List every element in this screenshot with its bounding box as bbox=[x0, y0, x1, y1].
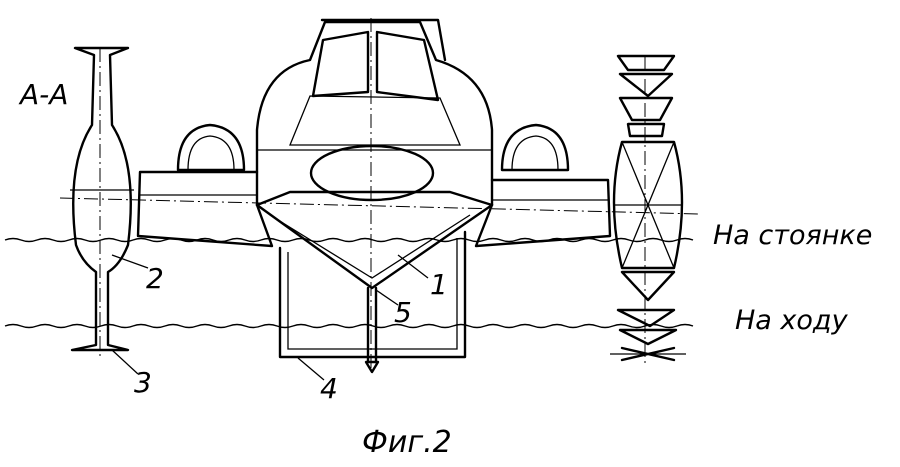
side-float bbox=[610, 54, 686, 362]
label-2: 2 bbox=[146, 262, 164, 295]
label-3: 3 bbox=[134, 366, 152, 399]
leader-3 bbox=[111, 349, 139, 375]
label-at-rest: На стоянке bbox=[713, 220, 872, 251]
waterline-underway bbox=[4, 323, 694, 329]
foil-frame-inner bbox=[287, 238, 458, 350]
label-4: 4 bbox=[320, 372, 338, 405]
wing-left bbox=[136, 170, 274, 248]
canopy bbox=[320, 18, 447, 62]
label-1: 1 bbox=[430, 268, 448, 301]
window-left bbox=[311, 30, 370, 98]
section-float bbox=[70, 46, 132, 352]
leader-5 bbox=[375, 289, 399, 306]
label-underway: На ходу bbox=[735, 305, 849, 336]
leader-2 bbox=[111, 254, 149, 269]
leader-4 bbox=[297, 357, 325, 381]
leader-1 bbox=[397, 254, 429, 279]
hull-chine bbox=[269, 214, 471, 279]
nacelle-left-inner bbox=[187, 135, 235, 171]
foil-frame bbox=[278, 230, 467, 359]
hull-body bbox=[255, 190, 494, 290]
nacelle-left bbox=[176, 123, 246, 172]
label-5: 5 bbox=[394, 296, 412, 329]
wing-right bbox=[474, 178, 612, 248]
label-section: A-A bbox=[18, 78, 68, 111]
fuselage-outline bbox=[255, 20, 494, 207]
horizontal-axis bbox=[59, 197, 701, 215]
figure-caption: Фиг.2 bbox=[362, 425, 452, 460]
waterline-rest bbox=[4, 237, 694, 243]
nose-intake bbox=[309, 144, 435, 202]
nacelle-right-inner bbox=[511, 135, 559, 171]
keel-tip bbox=[364, 360, 380, 374]
nacelle-right bbox=[500, 123, 570, 172]
cockpit-frame bbox=[289, 95, 461, 146]
